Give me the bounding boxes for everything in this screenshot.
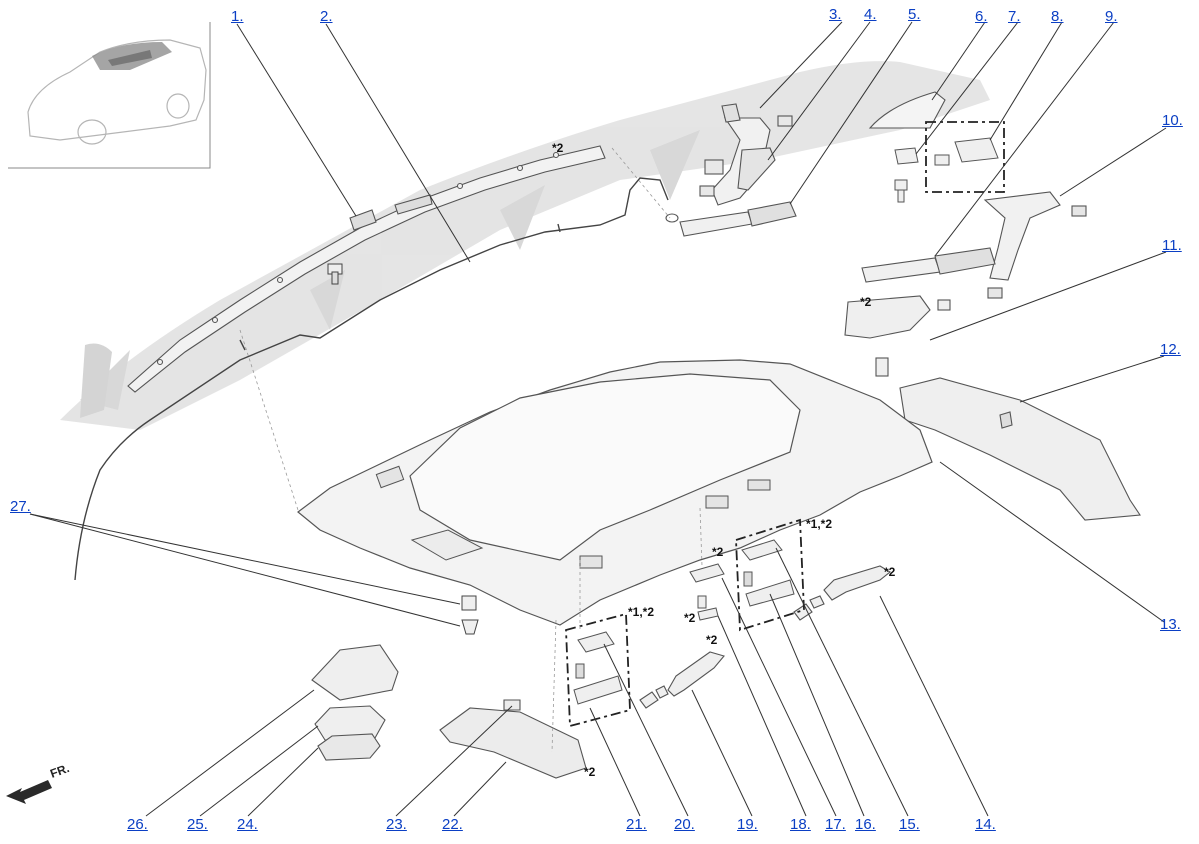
headliner-clips [461, 595, 479, 635]
callout-25[interactable]: 25. [187, 816, 208, 833]
note-front-lamp-group: *1,*2 [628, 605, 654, 619]
roof-silhouette [60, 61, 990, 430]
dashed-box-front-lamp [565, 612, 631, 728]
callout-13[interactable]: 13. [1160, 616, 1181, 633]
callout-26[interactable]: 26. [127, 816, 148, 833]
note-airbag: *2 [552, 141, 564, 155]
note-front-handle: *2 [706, 633, 718, 647]
note-rear-bracket: *2 [860, 295, 872, 309]
callout-11[interactable]: 11. [1162, 237, 1182, 254]
headliner [297, 359, 933, 626]
note-sun-visor: *2 [584, 765, 596, 779]
callout-10[interactable]: 10. [1162, 112, 1183, 129]
sun-visor [439, 699, 587, 779]
callout-24[interactable]: 24. [237, 816, 258, 833]
gas-strut-front [665, 201, 797, 237]
callout-27[interactable]: 27. [10, 498, 31, 515]
front-label: FR. [48, 761, 71, 781]
shark-antenna [868, 91, 946, 129]
front-arrow-icon [6, 780, 52, 804]
callout-14[interactable]: 14. [975, 816, 996, 833]
callout-22[interactable]: 22. [442, 816, 463, 833]
callout-5[interactable]: 5. [908, 6, 921, 23]
callout-16[interactable]: 16. [855, 816, 876, 833]
grab-handle-rear [793, 565, 891, 621]
rear-bracket [844, 295, 951, 377]
roof-hinge-rear [983, 191, 1087, 299]
gas-strut-rear [861, 247, 996, 283]
callout-2[interactable]: 2. [320, 8, 333, 25]
callout-9[interactable]: 9. [1105, 8, 1118, 25]
console-lamp-lens [314, 705, 386, 741]
antenna-bracket [894, 147, 919, 203]
callout-20[interactable]: 20. [674, 816, 695, 833]
airbag-bolt [327, 263, 343, 285]
lamp-bezel-18 [689, 563, 725, 621]
callout-8[interactable]: 8. [1051, 8, 1064, 25]
roof-hinge-front [699, 103, 793, 206]
console-lamp-housing [311, 644, 399, 701]
callout-3[interactable]: 3. [829, 6, 842, 23]
wire-harness [74, 177, 669, 581]
callout-12[interactable]: 12. [1160, 341, 1181, 358]
note-lamp-clip: *2 [684, 611, 696, 625]
dashed-box-rear-lamp [735, 518, 805, 632]
callout-17[interactable]: 17. [825, 816, 846, 833]
note-lamp-bezel: *2 [712, 545, 724, 559]
grab-handle-front [639, 651, 725, 709]
note-rear-lamp-group: *1,*2 [806, 517, 832, 531]
callout-4[interactable]: 4. [864, 6, 877, 23]
callout-7[interactable]: 7. [1008, 8, 1021, 25]
leader-lines [29, 21, 1167, 817]
callout-6[interactable]: 6. [975, 8, 988, 25]
callout-1[interactable]: 1. [231, 8, 244, 25]
console-lamp-cover [317, 733, 381, 761]
dashed-box-8 [925, 121, 1005, 193]
callout-19[interactable]: 19. [737, 816, 758, 833]
vehicle-inset [8, 22, 211, 169]
callout-18[interactable]: 18. [790, 816, 811, 833]
curtain-airbag [127, 145, 606, 393]
callout-21[interactable]: 21. [626, 816, 647, 833]
note-rear-handle: *2 [884, 565, 896, 579]
projection-lines [239, 147, 703, 753]
callout-23[interactable]: 23. [386, 816, 407, 833]
rear-trim-panel [899, 377, 1141, 521]
callout-15[interactable]: 15. [899, 816, 920, 833]
